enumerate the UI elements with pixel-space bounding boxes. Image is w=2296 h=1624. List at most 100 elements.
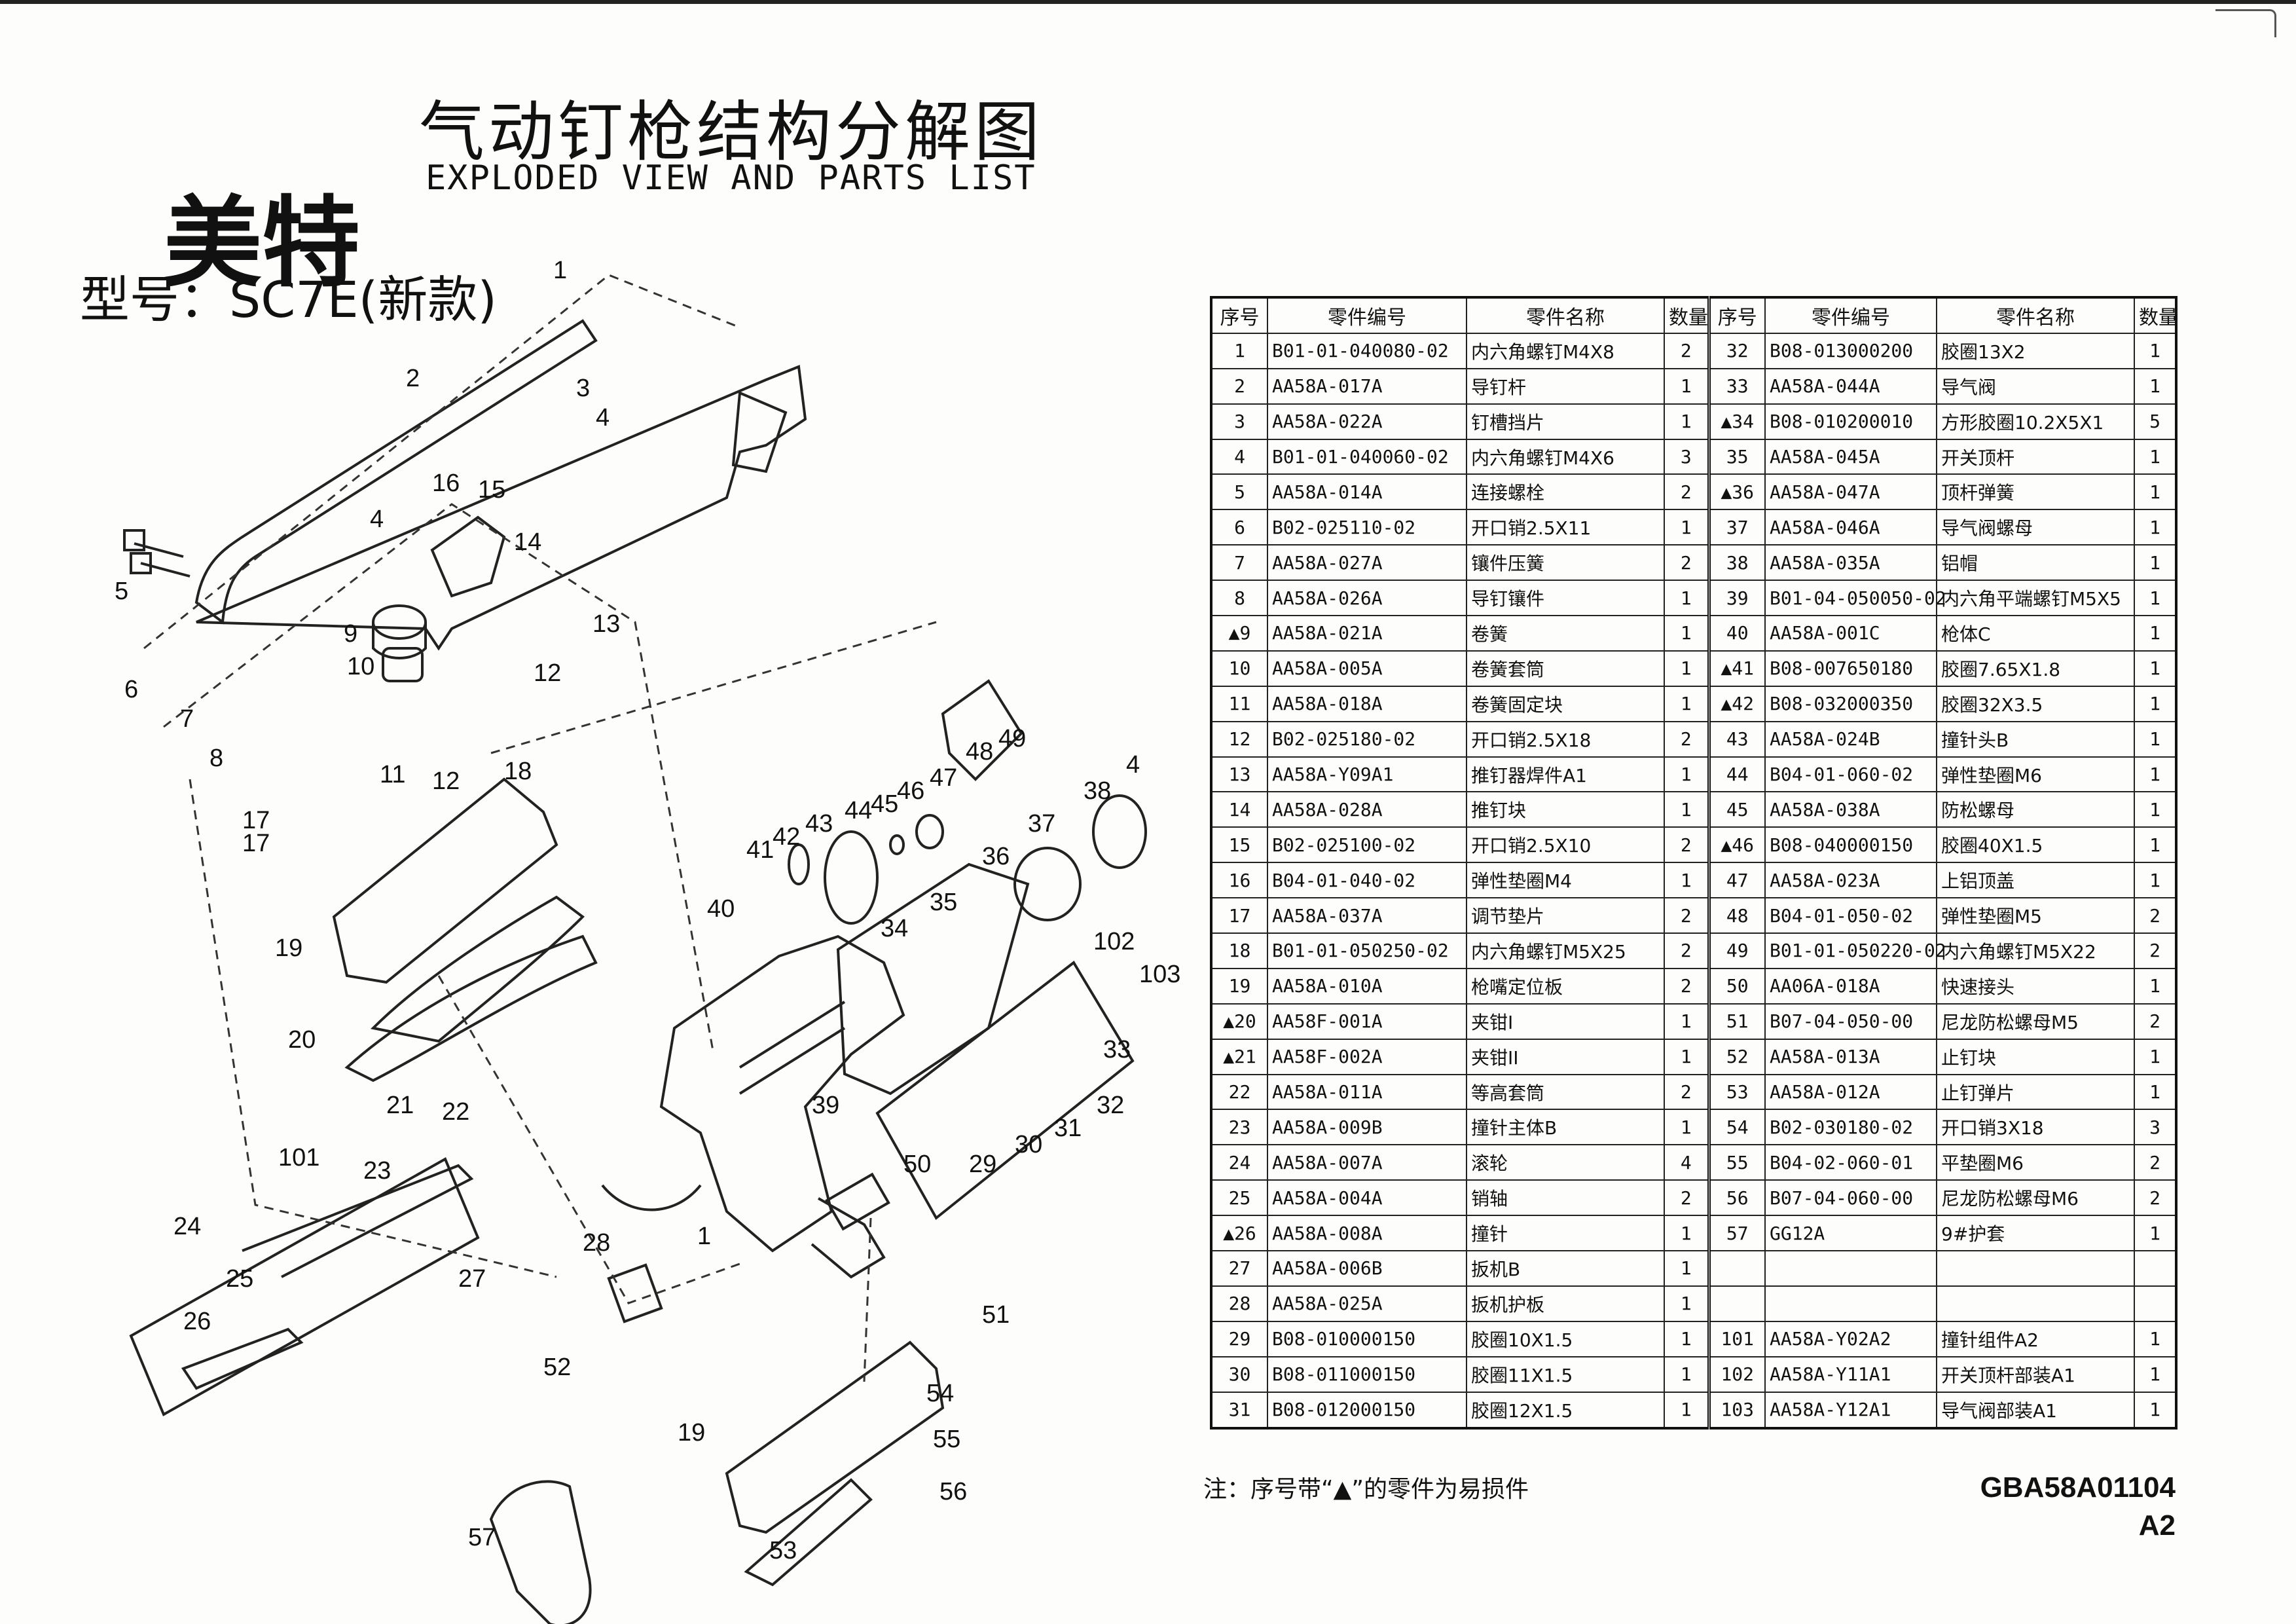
- cell-right-no: ▲34: [1707, 403, 1766, 440]
- cell-right-name: 9#护套: [1936, 1215, 2135, 1252]
- cell-right-name: 尼龙防松螺母M6: [1936, 1179, 2135, 1217]
- cell-right-code: AA58A-035A: [1764, 544, 1937, 581]
- document-code: GBA58A01104: [1980, 1471, 2176, 1504]
- wear-parts-note: 注：序号带“▲”的零件为易损件: [1203, 1476, 1529, 1503]
- cell-right-code: B08-007650180: [1764, 650, 1937, 687]
- cell-right-qty: 1: [2134, 509, 2177, 546]
- header-name: 零件名称: [1466, 297, 1665, 334]
- callout-28: 28: [583, 1229, 610, 1257]
- cell-right-code: B08-010200010: [1764, 403, 1937, 440]
- cell-left-code: AA58A-026A: [1267, 580, 1467, 617]
- cell-right-no: 51: [1707, 1003, 1766, 1040]
- cell-left-name: 连接螺栓: [1466, 473, 1665, 511]
- cell-left-name: 撞针主体B: [1466, 1109, 1665, 1146]
- cell-left-qty: 1: [1664, 615, 1709, 652]
- callout-5: 5: [115, 578, 128, 605]
- cell-left-code: B01-01-050250-02: [1267, 932, 1467, 969]
- cell-left-code: AA58A-025A: [1267, 1285, 1467, 1322]
- cell-left-name: 胶圈10X1.5: [1466, 1320, 1665, 1357]
- cell-right-code: AA58A-Y12A1: [1764, 1391, 1937, 1429]
- cell-left-no: 28: [1211, 1285, 1268, 1322]
- cell-left-qty: 1: [1664, 403, 1709, 440]
- callout-56: 56: [939, 1478, 967, 1505]
- cell-left-code: AA58A-011A: [1267, 1073, 1467, 1111]
- cell-right-no: 53: [1707, 1073, 1766, 1111]
- cell-right-no: 50: [1707, 967, 1766, 1005]
- cell-right-code: B04-01-050-02: [1764, 897, 1937, 934]
- cell-left-qty: 1: [1664, 509, 1709, 546]
- header-code-right: 零件编号: [1764, 297, 1937, 334]
- callout-13: 13: [592, 610, 620, 638]
- cell-left-no: 13: [1211, 756, 1268, 793]
- cell-left-name: 枪嘴定位板: [1466, 967, 1665, 1005]
- cell-left-name: 扳机护板: [1466, 1285, 1665, 1322]
- callout-11: 11: [380, 761, 405, 788]
- cell-right-name: 顶杆弹簧: [1936, 473, 2135, 511]
- cell-left-no: ▲9: [1211, 615, 1268, 652]
- cell-right-qty: 1: [2134, 1073, 2177, 1111]
- cell-right-code: B02-030180-02: [1764, 1109, 1937, 1146]
- cell-right-code: AA58A-023A: [1764, 862, 1937, 899]
- cell-left-no: 16: [1211, 862, 1268, 899]
- cell-left-qty: 1: [1664, 1215, 1709, 1252]
- cell-right-name: [1936, 1285, 2135, 1322]
- cell-right-no: 33: [1707, 367, 1766, 405]
- cell-left-qty: 2: [1664, 544, 1709, 581]
- cell-right-no: 32: [1707, 332, 1766, 369]
- cell-right-no: 45: [1707, 791, 1766, 828]
- cell-right-name: 胶圈32X3.5: [1936, 685, 2135, 722]
- exploded-view-diagram: 1 2 3 4 4 5 6 7 8 9 10 11 12 12 13 14 15…: [115, 257, 1180, 1624]
- cell-right-qty: 5: [2134, 403, 2177, 440]
- callout-2: 2: [406, 365, 420, 392]
- callout-47: 47: [930, 764, 957, 792]
- cell-left-name: 镶件压簧: [1466, 544, 1665, 581]
- callout-32: 32: [1097, 1092, 1124, 1119]
- cell-left-code: AA58A-005A: [1267, 650, 1467, 687]
- cell-left-name: 推钉器焊件A1: [1466, 756, 1665, 793]
- cell-right-no: 43: [1707, 720, 1766, 758]
- cell-right-code: AA58A-044A: [1764, 367, 1937, 405]
- cell-right-name: 开口销3X18: [1936, 1109, 2135, 1146]
- cell-right-qty: 1: [2134, 580, 2177, 617]
- cell-right-qty: 1: [2134, 367, 2177, 405]
- cell-left-no: 19: [1211, 967, 1268, 1005]
- cell-right-code: B08-032000350: [1764, 685, 1937, 722]
- callout-30: 30: [1015, 1131, 1042, 1158]
- callout-48: 48: [966, 738, 993, 766]
- cell-right-no: 57: [1707, 1215, 1766, 1252]
- cell-right-code: AA58A-012A: [1764, 1073, 1937, 1111]
- callout-46: 46: [897, 777, 924, 805]
- callout-102: 102: [1093, 928, 1135, 955]
- cell-left-name: 胶圈12X1.5: [1466, 1391, 1665, 1429]
- cell-left-qty: 1: [1664, 1038, 1709, 1075]
- cell-right-name: 枪体C: [1936, 615, 2135, 652]
- brand-logo-text: 美特: [164, 185, 361, 301]
- cell-right-no: 44: [1707, 756, 1766, 793]
- cell-right-qty: 1: [2134, 862, 2177, 899]
- title-chinese: 气动钉枪结构分解图: [419, 94, 1044, 170]
- cell-right-no: 101: [1707, 1320, 1766, 1357]
- cell-right-no: 54: [1707, 1109, 1766, 1146]
- header-code: 零件编号: [1267, 297, 1467, 334]
- cell-right-no: [1707, 1285, 1766, 1322]
- callout-19b: 19: [678, 1419, 705, 1447]
- cell-left-code: B02-025100-02: [1267, 826, 1467, 864]
- cell-left-qty: 1: [1664, 685, 1709, 722]
- callout-54: 54: [926, 1380, 954, 1407]
- cell-right-code: AA58A-045A: [1764, 438, 1937, 475]
- cell-right-name: 撞针头B: [1936, 720, 2135, 758]
- part-nail-guide-rod: [194, 319, 598, 625]
